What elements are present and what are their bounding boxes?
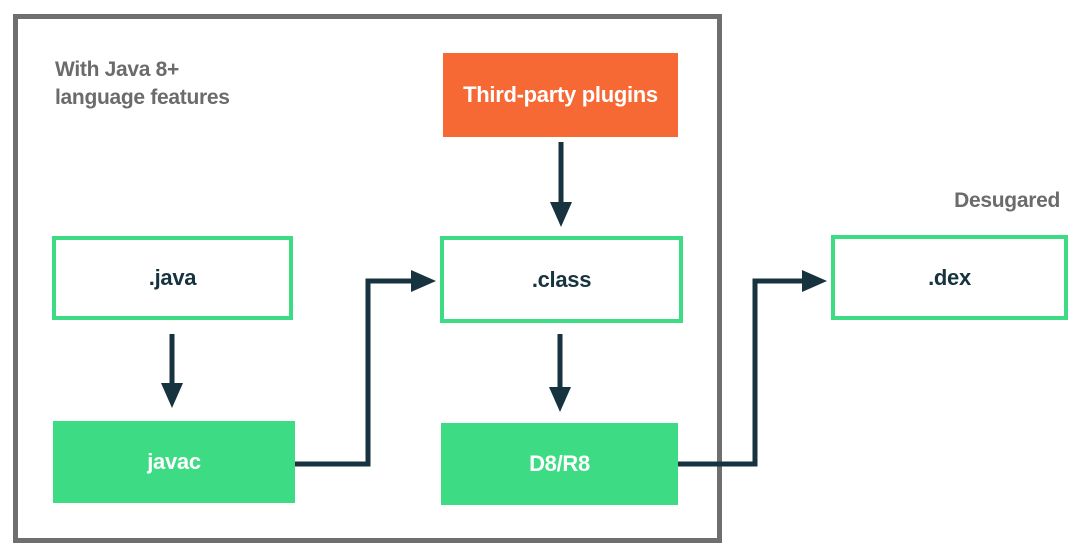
java8-note: With Java 8+ language features xyxy=(55,58,230,110)
node-dex-file-label: .dex xyxy=(928,264,971,290)
node-javac-label: javac xyxy=(147,449,201,474)
node-java-file-label: .java xyxy=(148,265,197,290)
node-java-file: .java xyxy=(52,236,293,320)
node-third-party-plugins: Third-party plugins xyxy=(443,53,678,137)
node-class-file-label: .class xyxy=(531,266,592,292)
node-third-party-plugins-label: Third-party plugins xyxy=(463,82,658,107)
node-d8r8-label: D8/R8 xyxy=(529,451,590,476)
node-d8r8: D8/R8 xyxy=(441,423,678,505)
node-dex-file: .dex xyxy=(831,235,1068,320)
desugared-label: Desugared xyxy=(954,189,1060,212)
node-class-file: .class xyxy=(440,236,683,323)
node-javac: javac xyxy=(53,421,295,503)
